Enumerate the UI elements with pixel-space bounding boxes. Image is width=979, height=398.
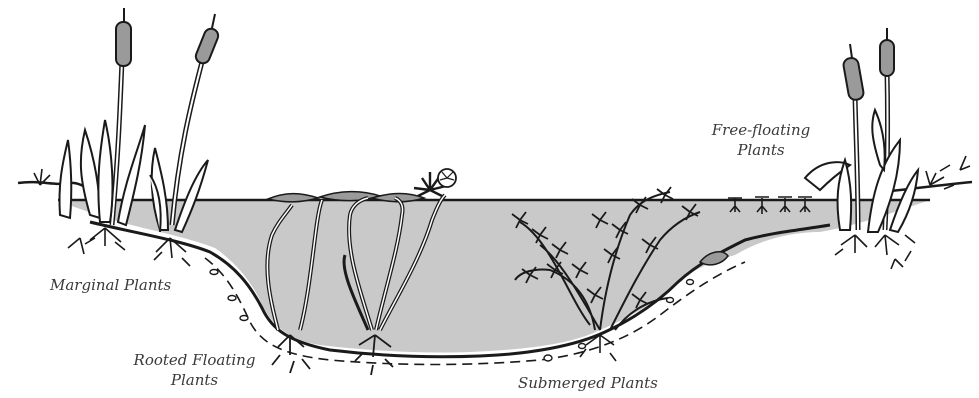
- label-free-line2: Plants: [706, 140, 816, 160]
- label-rooted-line1: Rooted Floating: [122, 350, 267, 370]
- pond-water: [58, 200, 930, 353]
- label-marginal-plants: Marginal Plants: [50, 275, 171, 295]
- marginal-plants-left: [59, 8, 220, 232]
- label-free-floating-plants: Free-floating Plants: [706, 120, 816, 160]
- label-free-line1: Free-floating: [706, 120, 816, 140]
- label-submerged-plants: Submerged Plants: [518, 373, 658, 393]
- label-rooted-floating-plants: Rooted Floating Plants: [122, 350, 267, 390]
- label-rooted-line2: Plants: [122, 370, 267, 390]
- marginal-roots-right: [835, 235, 915, 269]
